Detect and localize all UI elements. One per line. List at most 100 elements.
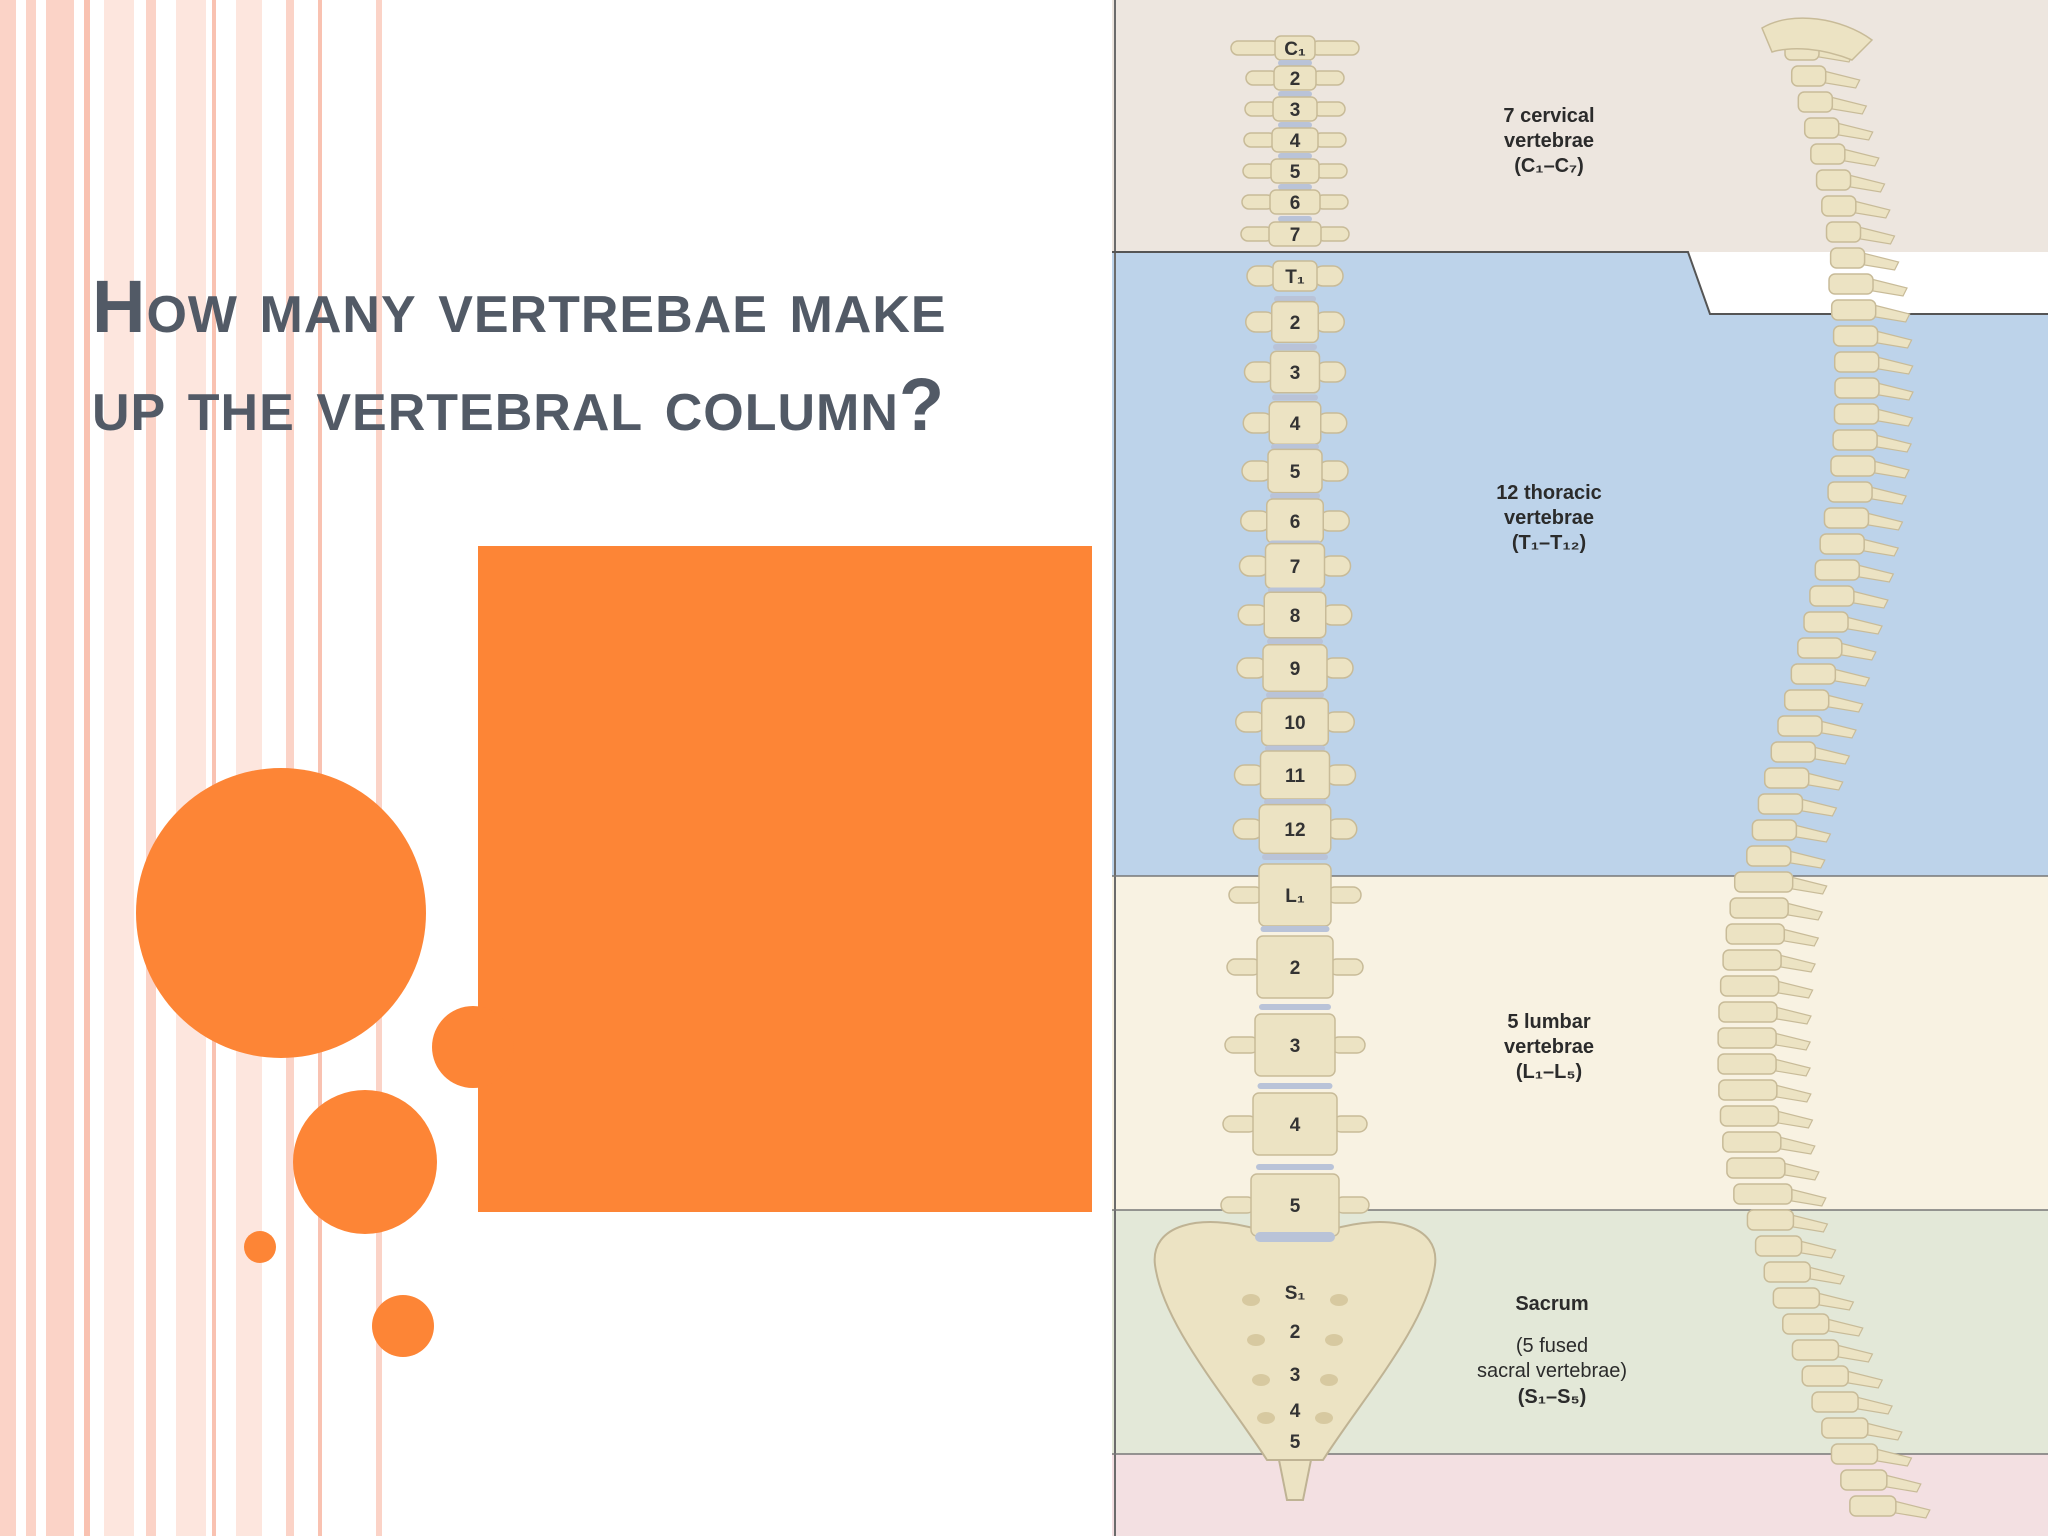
svg-text:vertebrae: vertebrae [1504, 1036, 1594, 1058]
side-vertebra [1725, 923, 1786, 945]
side-vertebra [1733, 1183, 1793, 1205]
side-vertebra [1790, 65, 1827, 87]
side-vertebra [1722, 1131, 1782, 1153]
thoracic-vertebra [1262, 644, 1328, 692]
lumbar-vertebra-label: 5 [1290, 1196, 1301, 1217]
thoracic-vertebra-label: 9 [1290, 659, 1301, 680]
orange-placeholder-box [478, 546, 1092, 1212]
lumbar-vertebra-label: L₁ [1285, 886, 1305, 907]
side-vertebra [1717, 1053, 1777, 1075]
side-vertebra [1849, 1495, 1897, 1517]
side-vertebra [1777, 715, 1823, 737]
cervical-region-label: 7 cervical vertebrae (C₁–C₇) [1503, 105, 1594, 177]
side-vertebra [1821, 1417, 1869, 1439]
spine-side-view [1717, 17, 1931, 1519]
side-vertebra [1815, 169, 1852, 191]
svg-text:Sacrum: Sacrum [1515, 1293, 1588, 1315]
side-vertebra [1840, 1469, 1888, 1491]
title-line-2: up the vertebral column? [92, 363, 946, 446]
thoracic-vertebra-label: 6 [1290, 512, 1301, 533]
side-vertebra [1828, 273, 1874, 295]
side-vertebra [1763, 1261, 1812, 1283]
cervical-vertebra-label: 4 [1290, 131, 1301, 152]
svg-text:12 thoracic: 12 thoracic [1496, 482, 1602, 504]
coccyx-bone [1277, 1459, 1313, 1501]
side-vertebra [1754, 1235, 1803, 1257]
thoracic-vertebra-label: 8 [1290, 606, 1301, 627]
side-vertebra [1718, 1079, 1778, 1101]
side-vertebra [1830, 1443, 1879, 1465]
cervical-vertebra-label: 5 [1290, 162, 1301, 183]
svg-text:vertebrae: vertebrae [1504, 130, 1594, 152]
lumbar-vertebra [1256, 935, 1334, 999]
thoracic-vertebra [1272, 260, 1318, 292]
thoracic-vertebra [1263, 591, 1327, 639]
side-vertebra [1772, 1287, 1821, 1309]
thoracic-vertebra [1271, 300, 1319, 344]
side-vertebra [1746, 845, 1792, 867]
side-vertebra [1832, 429, 1878, 451]
svg-text:sacral vertebrae): sacral vertebrae) [1477, 1360, 1627, 1382]
cervical-vertebra-label: 3 [1290, 100, 1301, 121]
side-vertebra [1790, 663, 1837, 685]
thoracic-vertebra-label: 7 [1290, 557, 1301, 578]
sacrum-region-label: Sacrum (5 fused sacral vertebrae) (S₁–S₅… [1477, 1293, 1627, 1408]
side-vertebra [1834, 377, 1880, 399]
lumbar-vertebra-label: 4 [1290, 1115, 1301, 1136]
lumbar-vertebra-label: 2 [1290, 958, 1301, 979]
side-vertebra [1726, 1157, 1786, 1179]
thoracic-vertebra-label: 3 [1290, 363, 1301, 384]
svg-text:5 lumbar: 5 lumbar [1507, 1011, 1591, 1033]
lumbar-vertebra [1254, 1013, 1336, 1077]
side-vertebra [1783, 689, 1830, 711]
thoracic-vertebra-label: 5 [1290, 462, 1301, 483]
side-vertebra [1809, 585, 1855, 607]
thoracic-vertebra [1267, 448, 1323, 494]
side-vertebra [1801, 1365, 1849, 1387]
thoracic-vertebra-label: 2 [1290, 313, 1301, 334]
side-vertebra [1811, 1391, 1859, 1413]
thoracic-vertebra-label: 12 [1284, 820, 1305, 841]
thoracic-vertebra [1258, 803, 1332, 855]
side-vertebra [1782, 1313, 1830, 1335]
side-vertebra [1832, 325, 1879, 347]
side-vertebra [1751, 819, 1798, 841]
cervical-vertebra-label: C₁ [1284, 39, 1306, 60]
side-vertebra [1810, 143, 1846, 165]
cervical-vertebra [1269, 189, 1321, 215]
side-vertebra [1827, 481, 1873, 503]
cervical-vertebra [1271, 127, 1319, 153]
cervical-vertebra-label: 2 [1290, 69, 1301, 90]
side-vertebra [1763, 767, 1810, 789]
side-vertebra [1814, 559, 1861, 581]
svg-text:(L₁–L₅): (L₁–L₅) [1516, 1061, 1582, 1083]
side-vertebra [1791, 1339, 1840, 1361]
sacrum-bone [1153, 1221, 1437, 1461]
lumbar-vertebra-label: 3 [1290, 1036, 1301, 1057]
side-vertebra [1803, 117, 1840, 139]
side-vertebra [1719, 975, 1780, 997]
side-vertebra [1719, 1105, 1780, 1127]
svg-text:(S₁–S₅): (S₁–S₅) [1518, 1386, 1587, 1408]
thoracic-vertebra-label: 11 [1285, 766, 1306, 787]
side-vertebra [1830, 455, 1876, 477]
thoracic-vertebra-label: 4 [1290, 414, 1301, 435]
cervical-vertebra [1273, 65, 1317, 91]
svg-text:(T₁–T₁₂): (T₁–T₁₂) [1512, 532, 1586, 554]
cervical-vertebra-label: 6 [1290, 193, 1301, 214]
cervical-vertebra-label: 7 [1290, 225, 1301, 246]
thoracic-region-label: 12 thoracic vertebrae (T₁–T₁₂) [1496, 482, 1602, 554]
side-vertebra [1746, 1209, 1795, 1231]
side-vertebra [1722, 949, 1782, 971]
svg-text:(5 fused: (5 fused [1516, 1335, 1588, 1357]
side-vertebra [1797, 637, 1843, 659]
cervical-vertebra [1272, 96, 1318, 122]
cervical-vertebra [1270, 158, 1320, 184]
thoracic-vertebra-label: T₁ [1285, 267, 1305, 288]
thoracic-vertebra [1269, 350, 1321, 394]
lumbar-vertebra [1252, 1092, 1338, 1156]
svg-text:(C₁–C₇): (C₁–C₇) [1514, 155, 1584, 177]
side-vertebra [1819, 533, 1865, 555]
side-vertebra [1829, 247, 1866, 269]
